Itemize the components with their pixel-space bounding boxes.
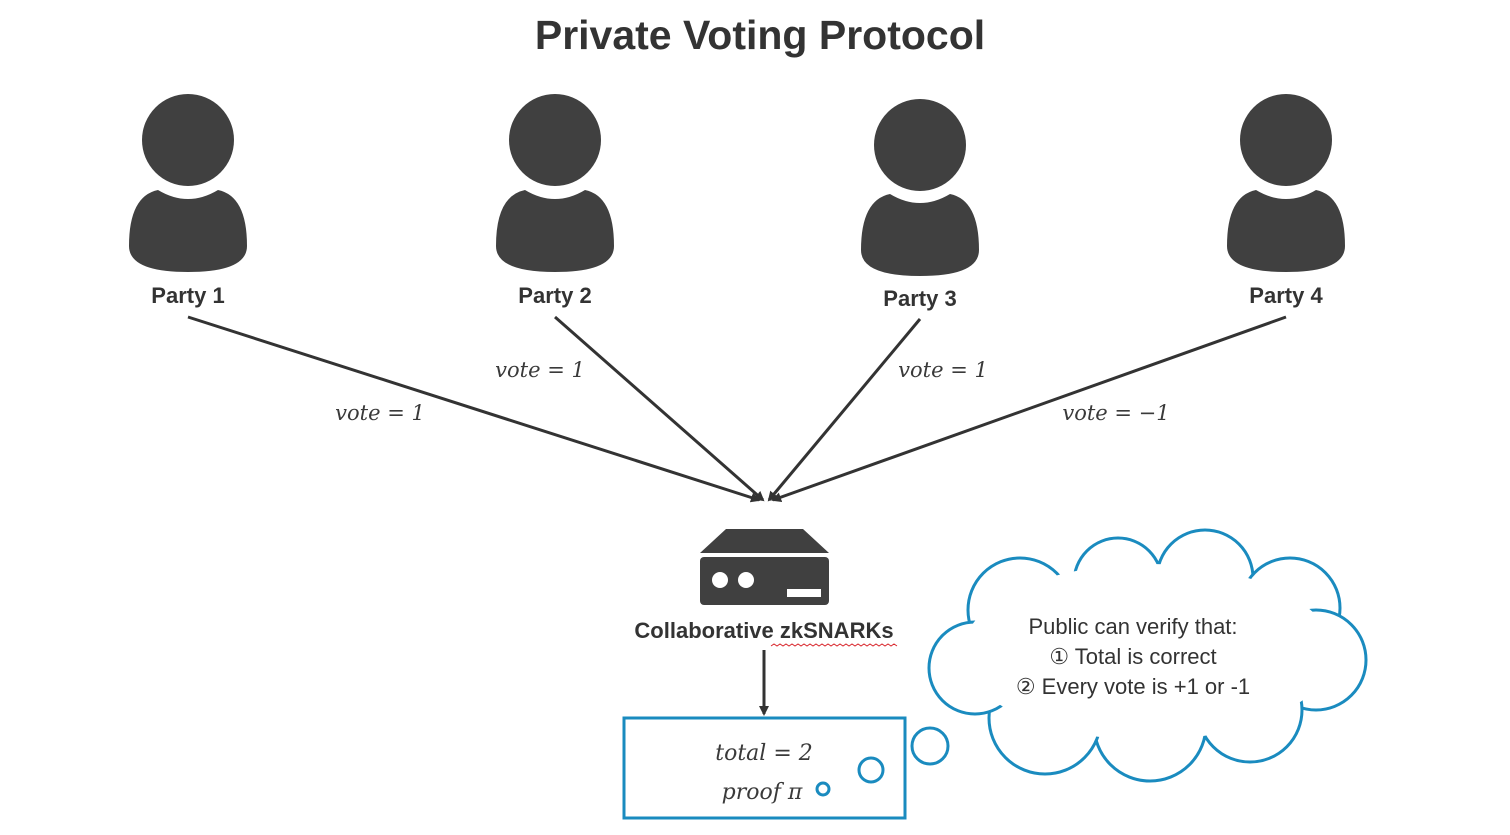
server-label: Collaborative zkSNARKs — [634, 618, 893, 643]
spellcheck-underline — [770, 643, 898, 647]
party-1-vote-label: vote = 1 — [335, 401, 425, 425]
party-1-vote-arrow — [187, 315, 761, 503]
party-2-vote-label: vote = 1 — [495, 358, 585, 382]
party-4-vote-label: vote = −1 — [1062, 401, 1169, 425]
party-2-vote-arrow — [554, 315, 765, 502]
cloud-line-3: ② Every vote is +1 or -1 — [1016, 674, 1250, 699]
thought-cloud — [927, 528, 1368, 783]
party-1-person-icon — [129, 94, 247, 272]
cloud-line-1: Public can verify that: — [1028, 614, 1237, 639]
server-icon — [700, 529, 829, 605]
party-2-person-icon — [496, 94, 614, 272]
party-2-label: Party 2 — [518, 283, 591, 308]
party-4-person-icon — [1227, 94, 1345, 272]
party-4-label: Party 4 — [1249, 283, 1323, 308]
party-3-person-icon — [861, 99, 979, 276]
thought-bubble-medium — [857, 756, 885, 784]
party-4-vote-arrow — [771, 315, 1287, 503]
thought-bubble-large — [910, 726, 950, 766]
total-value: total = 2 — [715, 741, 813, 766]
proof-value: proof π — [722, 780, 803, 805]
party-1-label: Party 1 — [151, 283, 224, 308]
diagram-title: Private Voting Protocol — [535, 12, 985, 58]
party-3-vote-label: vote = 1 — [898, 358, 988, 382]
cloud-line-2: ① Total is correct — [1049, 644, 1216, 669]
party-3-vote-arrow — [767, 318, 922, 502]
party-3-label: Party 3 — [883, 286, 956, 311]
thought-bubble-small — [815, 781, 831, 797]
